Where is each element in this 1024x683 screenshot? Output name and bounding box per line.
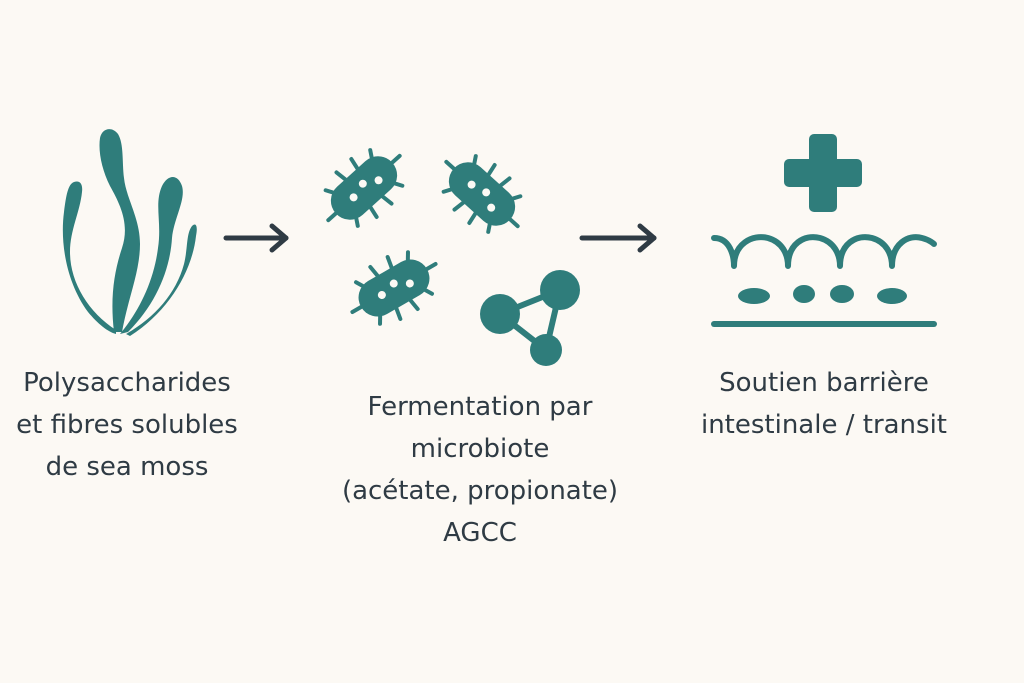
step-1-line-3: de sea moss bbox=[45, 452, 209, 482]
plus-icon bbox=[784, 134, 862, 212]
step-1-line-1: Polysaccharides bbox=[23, 368, 231, 398]
step-2-line-1: Fermentation par bbox=[367, 392, 593, 422]
step-3-line-2: intestinale / transit bbox=[700, 410, 948, 440]
step-2-line-2: microbiote bbox=[410, 434, 550, 464]
arrow-right-icon bbox=[579, 223, 657, 253]
step-3-label: Soutien barrière intestinale / transit bbox=[672, 362, 976, 446]
step-1-label: Polysaccharides et fibres solubles de se… bbox=[0, 362, 254, 488]
intestinal-barrier-icon bbox=[711, 234, 937, 327]
molecule-icon bbox=[480, 270, 580, 366]
step-2-line-3: (acétate, propionate) bbox=[341, 476, 619, 506]
seaweed-icon bbox=[62, 129, 197, 336]
arrow-right-icon bbox=[223, 223, 289, 253]
step-2-line-4: AGCC bbox=[443, 518, 517, 548]
step-3-line-1: Soutien barrière bbox=[719, 368, 929, 398]
step-1-line-2: et fibres solubles bbox=[16, 410, 238, 440]
step-2-label: Fermentation par microbiote (acétate, pr… bbox=[318, 386, 642, 554]
